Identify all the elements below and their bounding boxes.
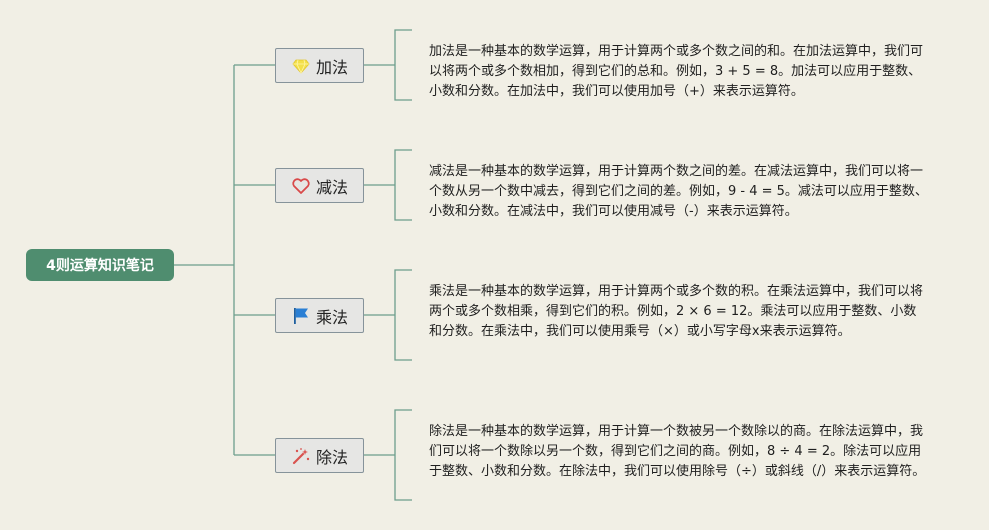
diamond-icon [291,56,311,76]
branch-topic-subtraction[interactable]: 减法 [275,168,364,203]
note-bracket-1 [364,29,412,101]
heart-icon [291,176,311,196]
note-bracket-2 [364,149,412,221]
branch-topic-multiplication[interactable]: 乘法 [275,298,364,333]
note-subtraction: 减法是一种基本的数学运算，用于计算两个数之间的差。在减法运算中，我们可以将一个数… [429,164,928,219]
note-bracket-4 [364,409,412,501]
branch-label: 除法 [315,447,348,467]
root-topic-label: 4则运算知识笔记 [46,258,154,274]
note-bracket-3 [364,269,412,361]
branch-topic-addition[interactable]: 加法 [275,48,364,83]
branch-topic-division[interactable]: 除法 [275,438,364,473]
magic-wand-icon [291,446,311,466]
branch-label: 加法 [315,57,348,77]
note-multiplication: 乘法是一种基本的数学运算，用于计算两个或多个数的积。在乘法运算中，我们可以将两个… [429,284,924,339]
flag-icon [291,306,311,326]
root-topic[interactable]: 4则运算知识笔记 [26,249,174,281]
note-division: 除法是一种基本的数学运算，用于计算一个数被另一个数除以的商。在除法运算中，我们可… [429,424,926,479]
branch-label: 乘法 [315,307,348,327]
branch-label: 减法 [315,177,348,197]
note-addition: 加法是一种基本的数学运算，用于计算两个或多个数之间的和。在加法运算中，我们可以将… [429,44,924,99]
